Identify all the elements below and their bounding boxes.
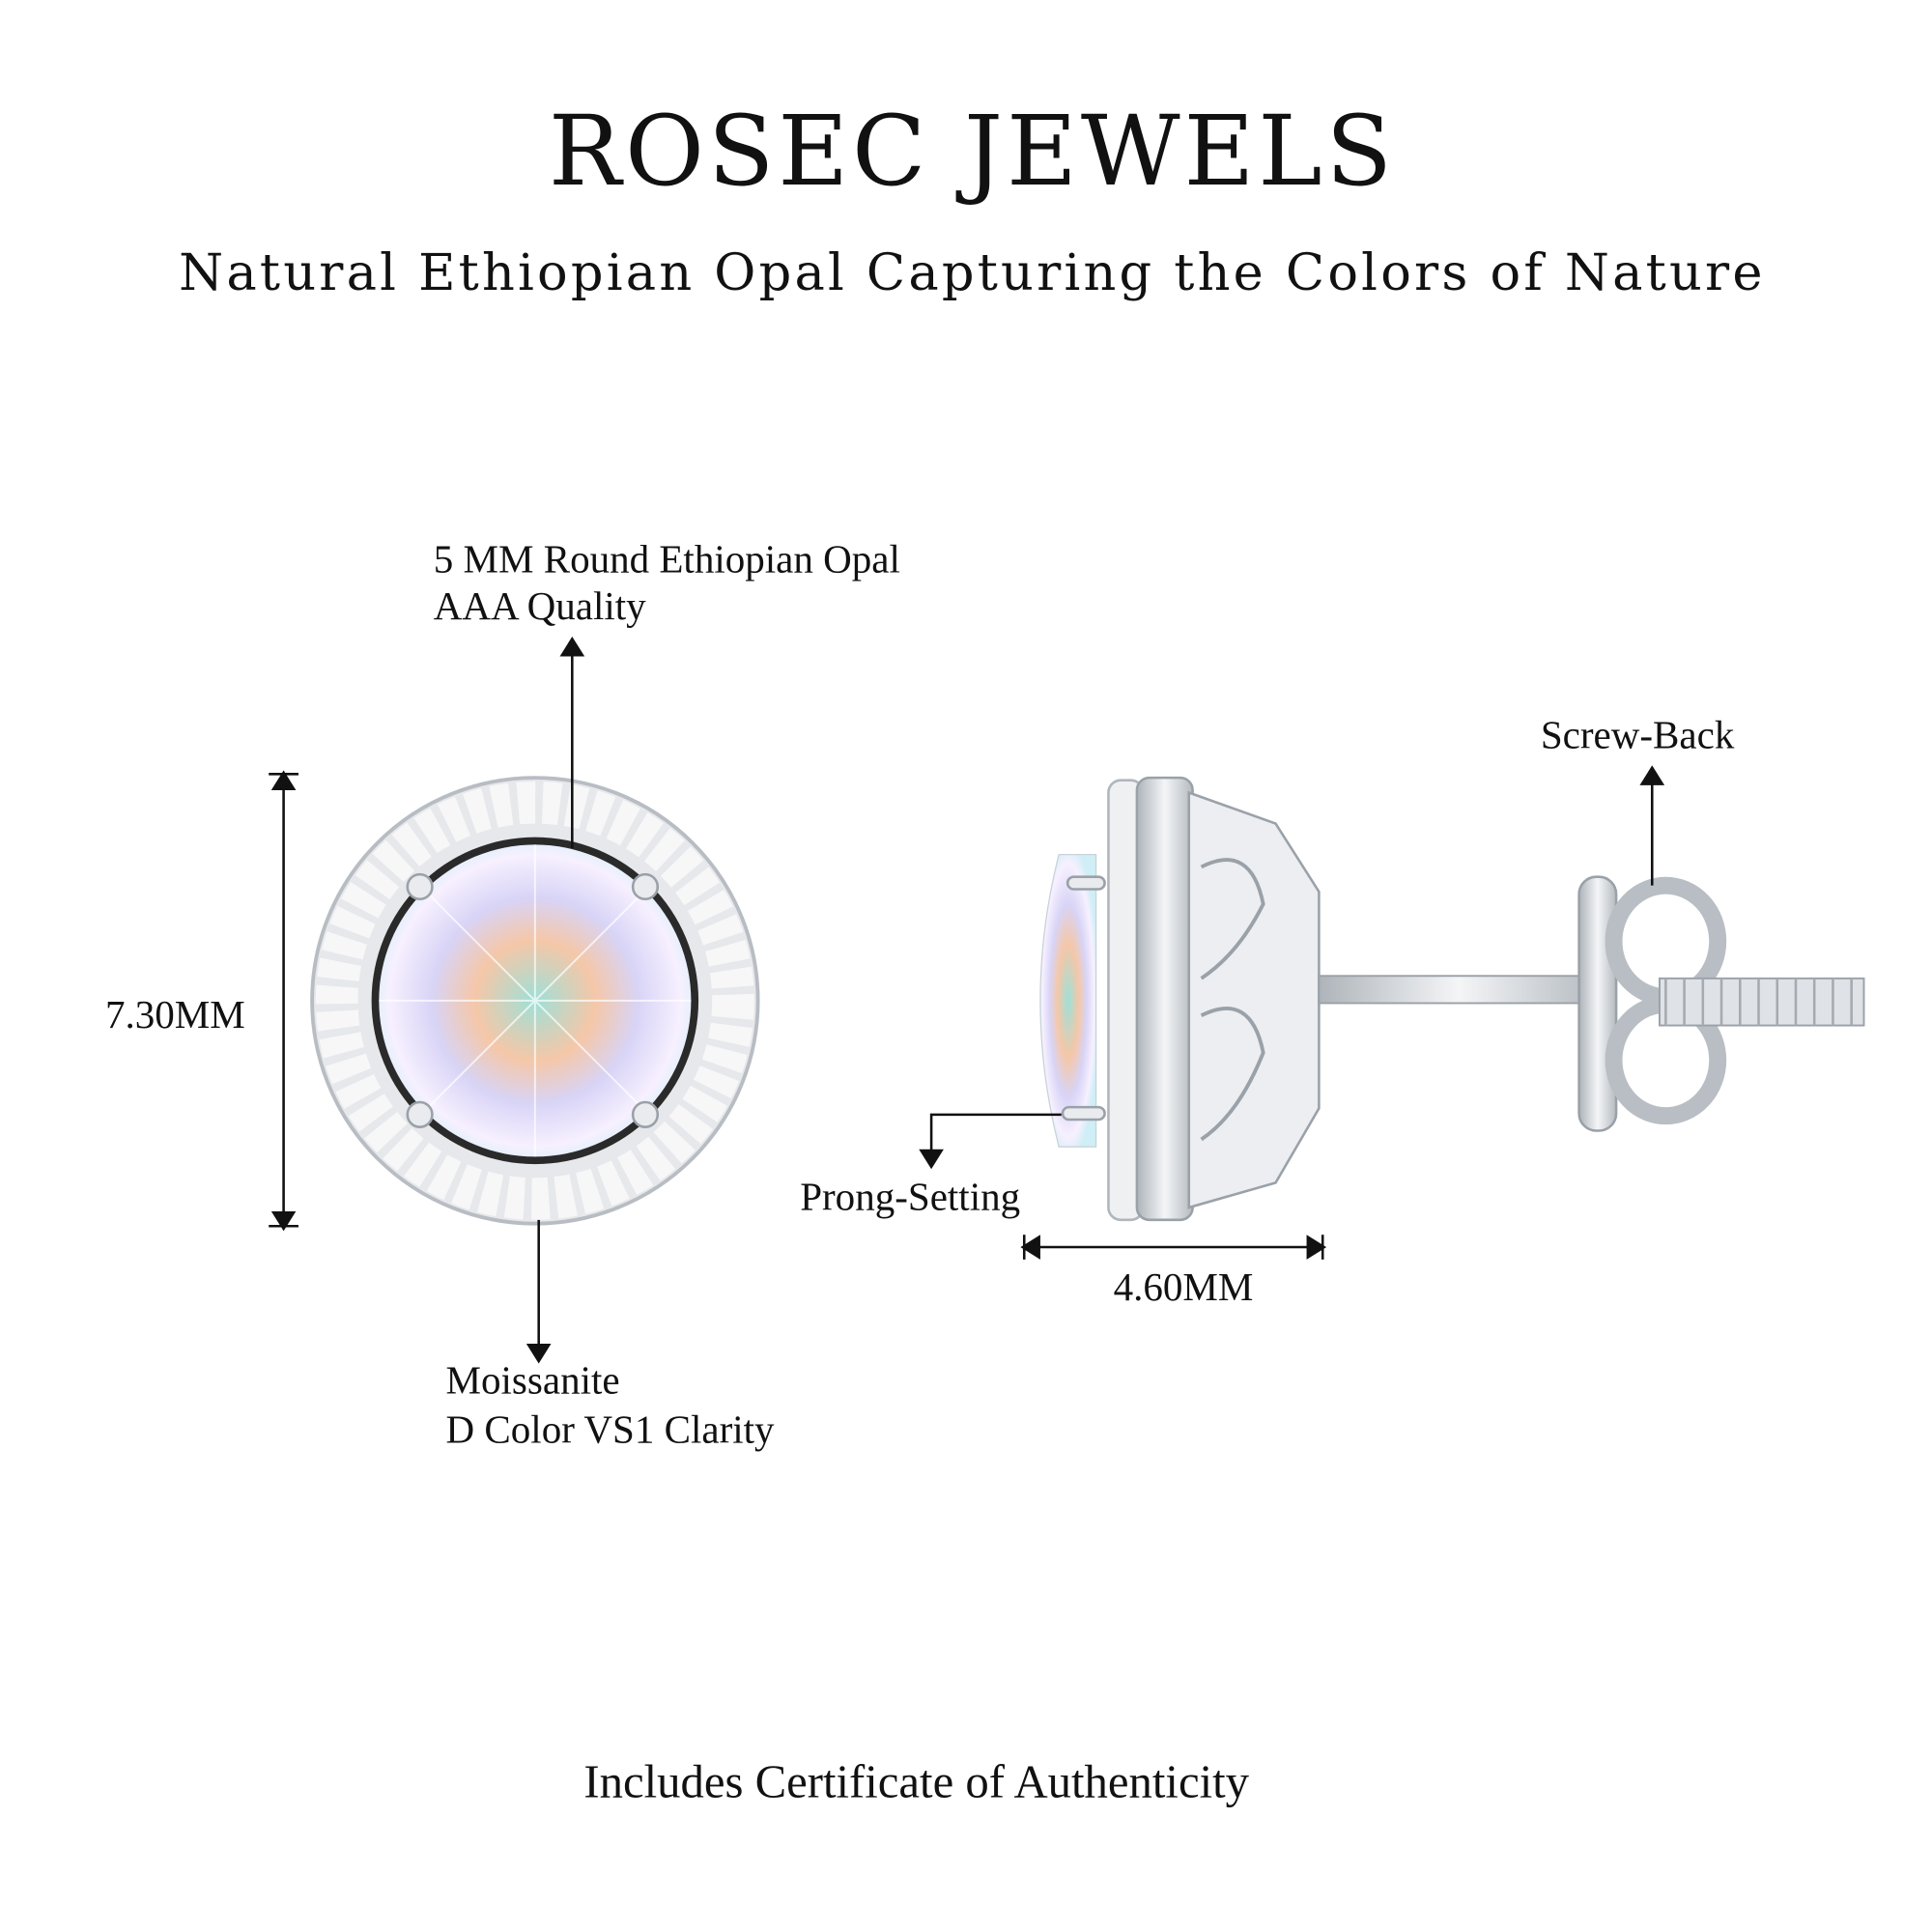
center-stone-line2: AAA Quality: [433, 582, 646, 628]
center-stone-line1: 5 MM Round Ethiopian Opal: [433, 536, 900, 582]
depth-dimension-label: 4.60MM: [1113, 1264, 1254, 1310]
halo-line1: Moissanite: [445, 1357, 620, 1403]
brand-subtitle: Natural Ethiopian Opal Capturing the Col…: [179, 242, 1766, 302]
screw-back-label: Screw-Back: [1540, 712, 1735, 757]
prongs: [406, 872, 660, 1128]
brand-title: ROSEC JEWELS: [548, 96, 1396, 209]
halo-line2: D Color VS1 Clarity: [445, 1406, 775, 1452]
prong-setting-label: Prong-Setting: [800, 1174, 1021, 1219]
halo-stone-label: Moissanite D Color VS1 Clarity: [446, 1355, 775, 1455]
side-view-earring: [1039, 776, 1865, 1222]
certificate-note: Includes Certificate of Authenticity: [583, 1755, 1250, 1808]
front-view-earring: [310, 776, 760, 1226]
center-stone-label: 5 MM Round Ethiopian Opal AAA Quality: [434, 535, 900, 629]
height-dimension-label: 7.30MM: [104, 991, 245, 1037]
